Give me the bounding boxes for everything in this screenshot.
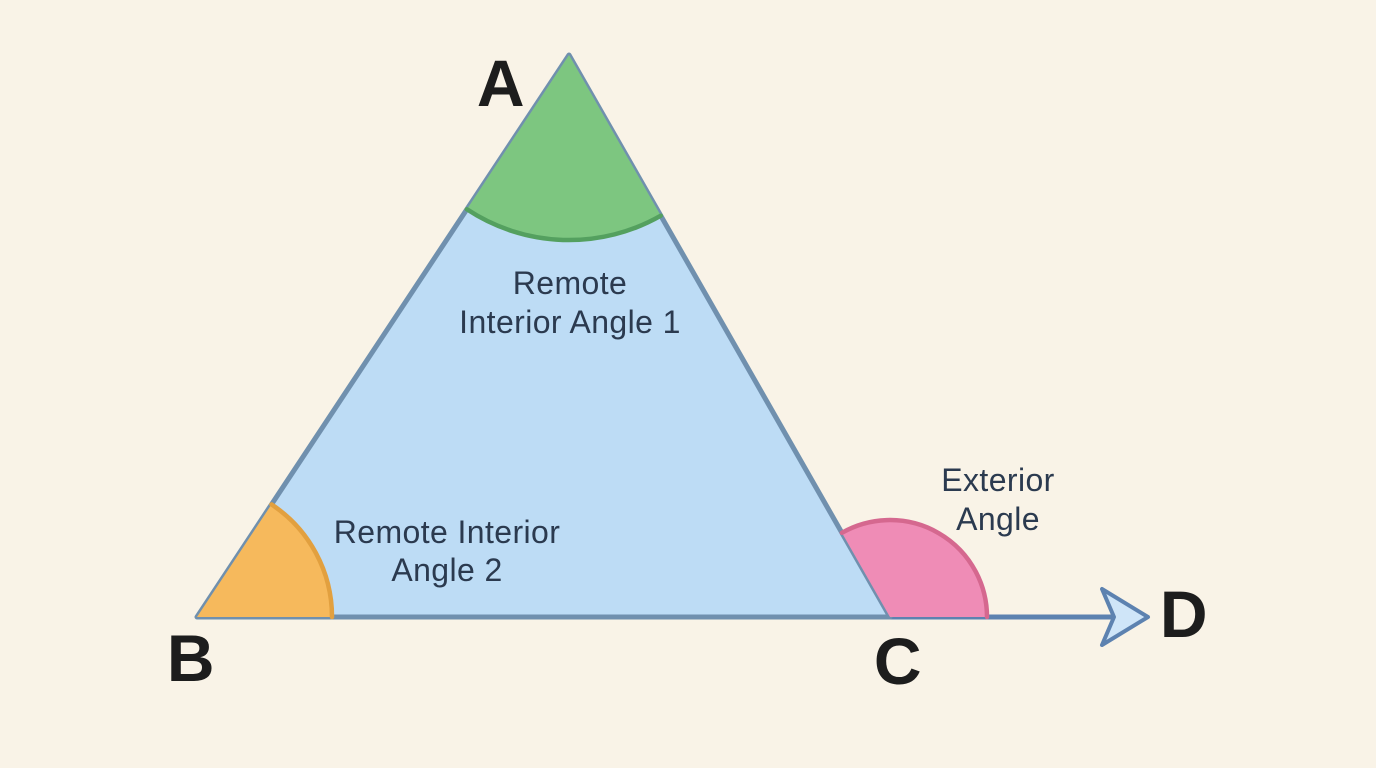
- angle-arc-C-exterior: [839, 517, 990, 620]
- angle-label-exterior-line-2: Angle: [956, 501, 1040, 537]
- angle-label-remote-2-line-1: Remote Interior: [334, 514, 561, 550]
- angle-label-remote-1-line-1: Remote: [513, 265, 627, 301]
- angle-label-remote-2-line-2: Angle 2: [391, 552, 502, 588]
- vertex-label-d: D: [1160, 577, 1208, 651]
- vertex-label-c: C: [874, 624, 922, 698]
- angle-marker-A: [466, 55, 661, 241]
- angle-marker-C-exterior: [841, 520, 987, 617]
- arrowhead-icon: [1100, 587, 1150, 647]
- angle-arc-B: [269, 502, 335, 620]
- angle-arc-A: [464, 207, 664, 243]
- angle-label-remote-1-line-2: Interior Angle 1: [459, 304, 681, 340]
- vertex-label-b: B: [167, 621, 215, 695]
- triangle-ABC: [194, 52, 893, 620]
- angle-marker-B: [197, 504, 333, 617]
- vertex-label-a: A: [477, 46, 525, 120]
- angle-label-exterior-line-1: Exterior: [941, 462, 1054, 498]
